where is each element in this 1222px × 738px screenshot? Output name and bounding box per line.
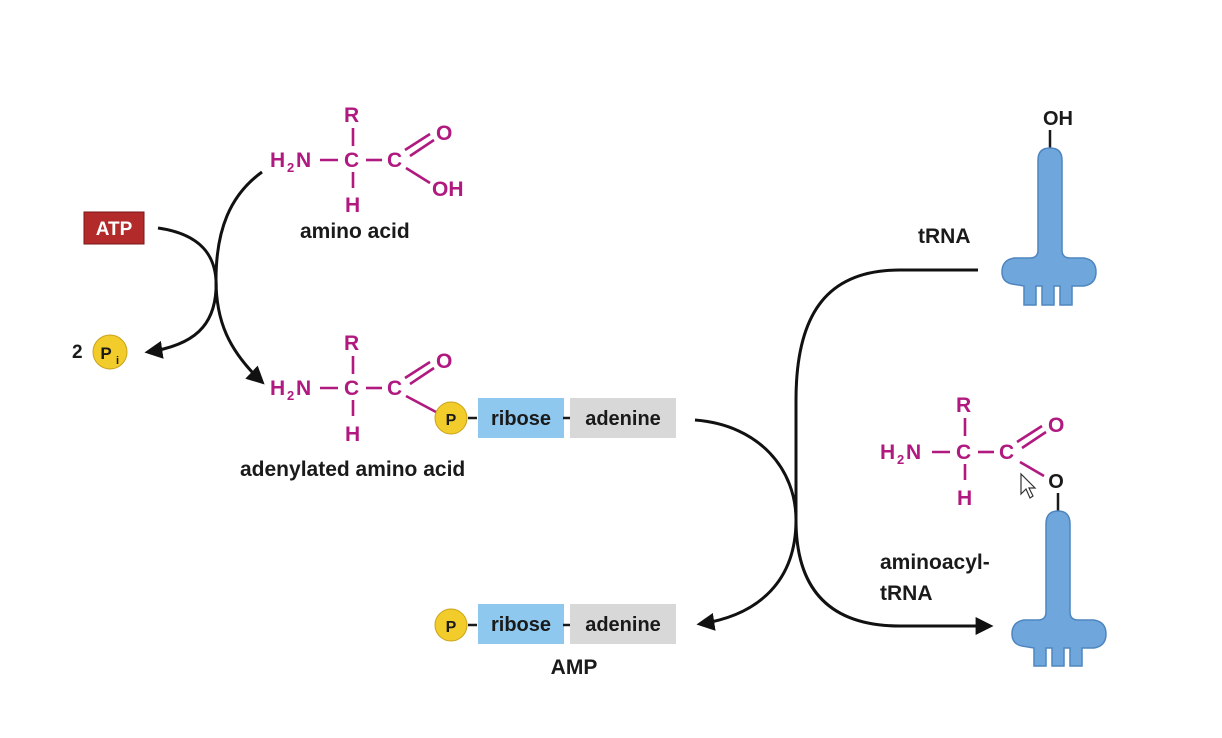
svg-text:C: C <box>387 377 402 400</box>
pi-product: 2 P i <box>72 334 128 370</box>
svg-text:H: H <box>270 149 285 172</box>
aminoacyl-label-1: aminoacyl- <box>880 551 990 574</box>
svg-text:H: H <box>345 194 360 217</box>
mouse-cursor-icon <box>1020 472 1037 499</box>
adenine-block <box>570 398 676 438</box>
amp-label: AMP <box>551 656 598 679</box>
aminoacyl-structure: R H 2 N C C H O <box>880 394 1064 510</box>
adenylated-structure: R H 2 N C C H O <box>270 332 452 446</box>
pi-p: P <box>100 344 111 363</box>
phosphate-icon <box>434 401 468 435</box>
svg-text:C: C <box>387 149 402 172</box>
svg-text:O: O <box>436 350 452 373</box>
svg-text:P: P <box>446 619 457 636</box>
svg-text:ribose: ribose <box>491 614 551 636</box>
aminoacyl-label-2: tRNA <box>880 582 933 605</box>
adenylated-nucleotide: P ribose adenine <box>434 398 676 438</box>
phosphate-icon <box>92 334 128 370</box>
ribose-block <box>478 398 564 438</box>
r-group: R <box>344 104 359 127</box>
svg-text:P: P <box>446 412 457 429</box>
svg-text:C: C <box>999 441 1014 464</box>
atp-to-pi-arrow <box>144 226 218 359</box>
svg-text:N: N <box>296 377 311 400</box>
svg-text:H: H <box>270 377 285 400</box>
pi-subscript: i <box>116 355 119 367</box>
amino-acid-label: amino acid <box>300 220 410 243</box>
trna-oh-label: OH <box>1043 108 1073 130</box>
ribose-block <box>478 604 564 644</box>
svg-text:O: O <box>1048 414 1064 437</box>
svg-text:R: R <box>344 332 359 355</box>
adenylated-to-amp-arrow <box>694 418 798 631</box>
svg-text:N: N <box>906 441 921 464</box>
svg-text:H: H <box>345 423 360 446</box>
trna-to-aminoacyl-arrow <box>794 268 994 635</box>
svg-text:H: H <box>957 487 972 510</box>
pi-count: 2 <box>72 342 83 363</box>
svg-text:O: O <box>436 122 452 145</box>
amp-nucleotide: P ribose adenine <box>434 604 676 644</box>
adenylated-label: adenylated amino acid <box>240 458 465 481</box>
phosphate-icon <box>434 608 468 642</box>
svg-text:2: 2 <box>287 160 294 175</box>
svg-text:C: C <box>344 149 359 172</box>
atp-badge: ATP <box>83 211 145 245</box>
ester-oxygen: O <box>1048 471 1064 493</box>
svg-text:H: H <box>880 441 895 464</box>
atp-label: ATP <box>96 219 133 240</box>
trna-icon <box>1001 147 1097 306</box>
svg-text:adenine: adenine <box>585 408 661 430</box>
svg-text:C: C <box>344 377 359 400</box>
svg-text:adenine: adenine <box>585 614 661 636</box>
aminoacyl-trna-icon <box>1011 510 1107 667</box>
amino-acid-structure: R H 2 N C C H O OH <box>270 104 464 217</box>
svg-text:N: N <box>296 149 311 172</box>
svg-text:ribose: ribose <box>491 408 551 430</box>
svg-text:2: 2 <box>287 388 294 403</box>
svg-text:R: R <box>956 394 971 417</box>
svg-text:2: 2 <box>897 452 904 467</box>
amino-acid-to-adenylated-arrow <box>214 170 265 385</box>
trna-label: tRNA <box>918 225 971 248</box>
adenine-block <box>570 604 676 644</box>
svg-text:C: C <box>956 441 971 464</box>
svg-text:OH: OH <box>432 178 464 201</box>
